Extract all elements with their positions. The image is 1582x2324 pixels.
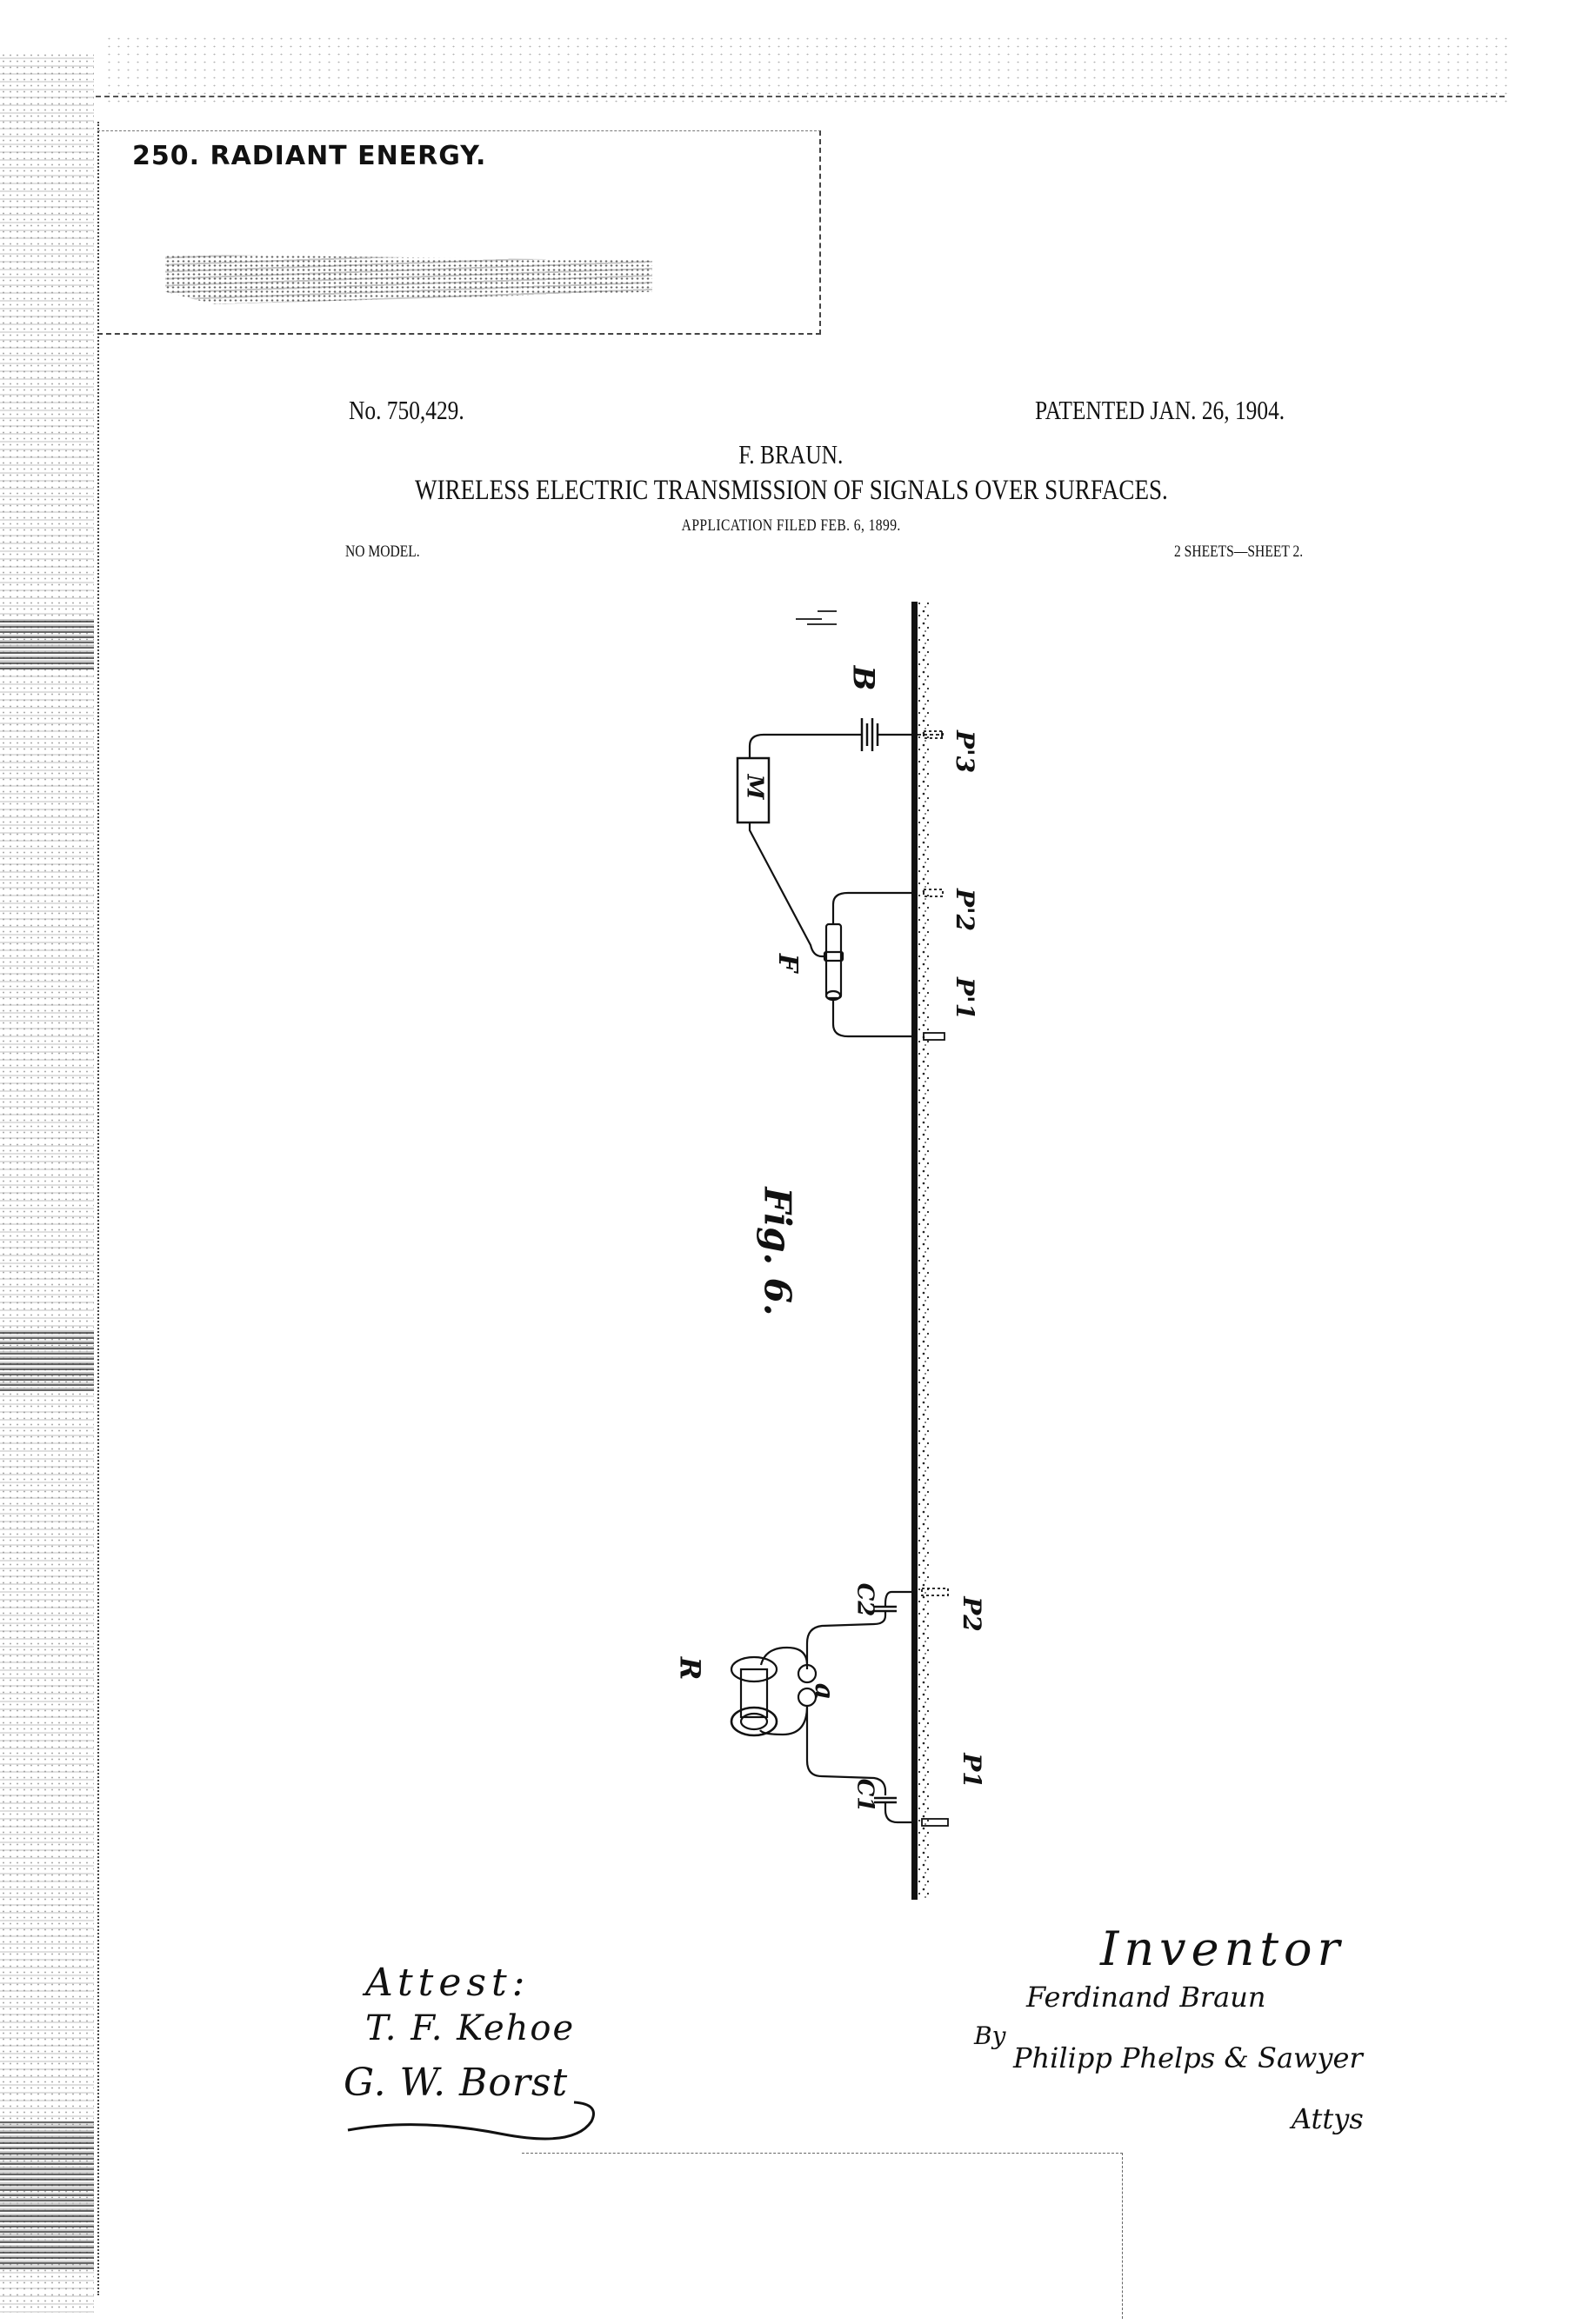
label-contacts-a: a — [809, 1682, 840, 1701]
classification-label: 250. RADIANT ENERGY. — [132, 141, 487, 171]
inventor-name: F. BRAUN. — [738, 439, 844, 469]
label-capacitor-c2: C2 — [851, 1582, 878, 1617]
patent-title: WIRELESS ELECTRIC TRANSMISSION OF SIGNAL… — [414, 475, 1168, 506]
receiver-circuit — [730, 1590, 913, 1824]
ground-surface — [911, 602, 930, 1900]
scan-noise-top — [104, 35, 1513, 104]
label-battery-b: B — [845, 665, 881, 691]
scan-dark-band — [0, 1330, 94, 1391]
label-meter-m: M — [741, 774, 768, 800]
by-label: By — [974, 2021, 1006, 2050]
witness-signature-1: T. F. Kehoe — [365, 2008, 576, 2048]
inventor-signature: Ferdinand Braun — [1026, 1981, 1266, 2014]
patented-date: PATENTED JAN. 26, 1904. — [1035, 395, 1285, 425]
classification-stamp — [97, 130, 821, 335]
label-plate-p1-prime: P'1 — [951, 976, 980, 1021]
label-plate-p1: P1 — [957, 1753, 986, 1788]
label-plate-p3-prime: P'3 — [951, 729, 980, 774]
scan-dark-band — [0, 617, 94, 669]
label-receiver-r: R — [673, 1656, 707, 1681]
attys-label: Attys — [1292, 2102, 1364, 2135]
transmitter-circuit — [736, 718, 913, 1038]
scan-noise-left — [0, 52, 94, 2313]
sheet-count: 2 SHEETS—SHEET 2. — [1174, 543, 1304, 561]
patent-number: No. 750,429. — [349, 395, 464, 425]
scan-dark-band — [0, 2121, 94, 2269]
signature-flourish — [347, 2101, 595, 2141]
scan-box-bottom — [522, 2153, 1123, 2319]
scan-rule-top — [96, 96, 1505, 97]
receiver-plates — [921, 1588, 949, 1827]
application-filed: APPLICATION FILED FEB. 6, 1899. — [681, 516, 901, 535]
label-plate-p2-prime: P'2 — [951, 888, 980, 932]
scan-smudge — [796, 610, 837, 625]
transmitter-plates — [918, 730, 945, 1041]
label-capacitor-c1: C1 — [851, 1778, 878, 1813]
inventor-label: Inventor — [1100, 1921, 1345, 1976]
witness-signature-2: G. W. Borst — [344, 2061, 569, 2105]
page-edge — [97, 122, 99, 2295]
attest-label: Attest: — [365, 1961, 531, 2005]
model-note: NO MODEL. — [345, 543, 420, 561]
figure-label: Fig. 6. — [756, 1187, 799, 1316]
attorneys-signature: Philipp Phelps & Sawyer — [1013, 2041, 1363, 2074]
label-key-f: F — [772, 953, 804, 973]
label-plate-p2: P2 — [957, 1596, 986, 1632]
